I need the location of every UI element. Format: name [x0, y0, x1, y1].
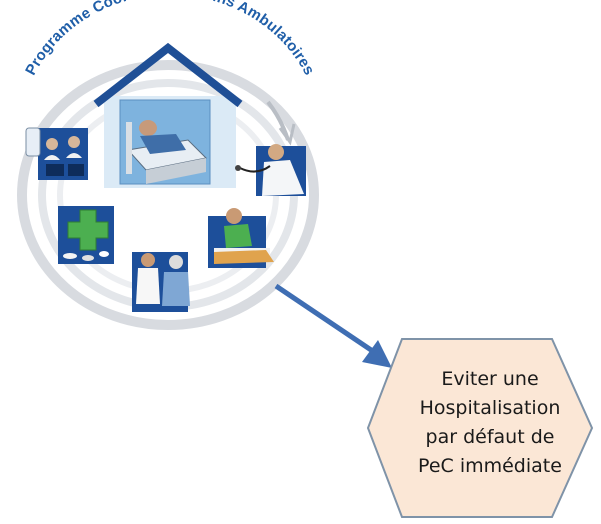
home-care-nurse-icon: [132, 252, 190, 312]
hospital-bed-icon: [119, 99, 211, 185]
doctor-stethoscope-icon: [235, 144, 306, 196]
outcome-hexagon: [366, 338, 594, 518]
physiotherapy-icon: [208, 208, 274, 268]
telemonitoring-icon: [25, 127, 88, 180]
connector-arrow: [274, 283, 392, 368]
hexagon-line-4: PeC immédiate: [418, 455, 562, 477]
hexagon-line-2: Hospitalisation: [419, 397, 561, 419]
hexagon-line-3: par défaut de: [425, 426, 555, 448]
outcome-hexagon-text: Eviter une Hospitalisation par défaut de…: [395, 358, 585, 488]
hexagon-line-1: Eviter une: [441, 368, 539, 390]
pharmacy-cross-icon: [58, 206, 114, 264]
